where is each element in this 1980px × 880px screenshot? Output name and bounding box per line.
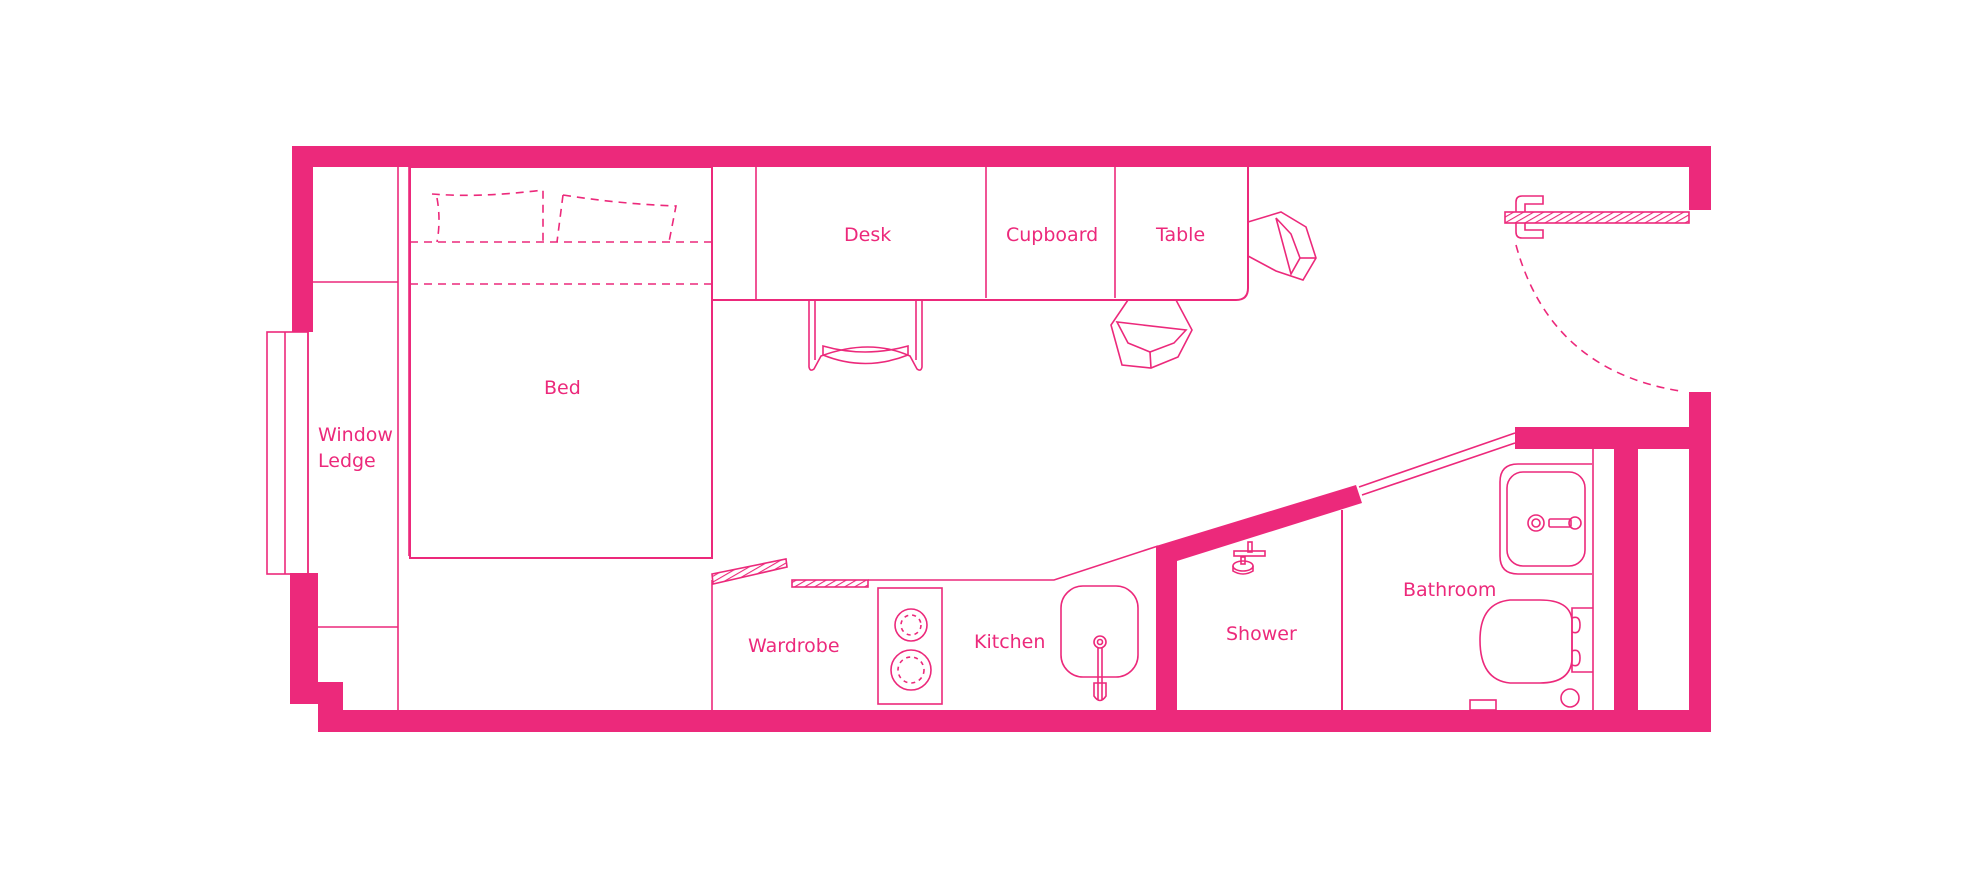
window-icon bbox=[266, 331, 309, 575]
cupboard-label: Cupboard bbox=[1006, 224, 1098, 246]
bathroom-walls bbox=[1156, 432, 1594, 711]
wardrobe bbox=[711, 558, 869, 710]
toilet-icon bbox=[1469, 599, 1593, 711]
kitchen-counter bbox=[868, 545, 1159, 581]
window-ledge-label: Window bbox=[318, 424, 393, 446]
window-ledge-label-2: Ledge bbox=[318, 450, 376, 472]
bed-label: Bed bbox=[544, 377, 581, 399]
dining-chair-icon bbox=[1110, 299, 1193, 369]
pillow-icon bbox=[556, 194, 677, 243]
pillow-icon bbox=[431, 189, 544, 243]
entrance-door-icon[interactable] bbox=[1504, 195, 1690, 392]
outer-walls bbox=[290, 146, 1711, 732]
kitchen-sink-icon bbox=[1060, 585, 1139, 702]
desk-counter bbox=[711, 167, 1249, 301]
basin-icon bbox=[1499, 463, 1592, 575]
desk-chair-icon bbox=[808, 300, 923, 371]
shower-head-icon bbox=[1232, 541, 1266, 575]
kitchen-label: Kitchen bbox=[974, 631, 1045, 653]
shower-label: Shower bbox=[1226, 623, 1297, 645]
bathroom-label: Bathroom bbox=[1403, 579, 1496, 601]
table-label: Table bbox=[1155, 224, 1205, 246]
hob-icon bbox=[877, 587, 943, 705]
dining-chair-icon bbox=[1247, 211, 1317, 281]
desk-label: Desk bbox=[844, 224, 891, 246]
wardrobe-label: Wardrobe bbox=[748, 635, 840, 657]
bed-icon bbox=[409, 166, 713, 559]
